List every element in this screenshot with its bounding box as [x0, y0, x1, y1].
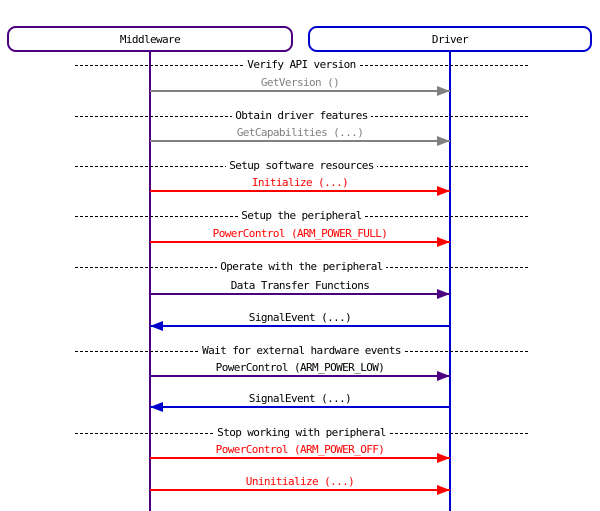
arrowhead-right-icon	[437, 136, 450, 146]
section-label: Verify API version	[75, 58, 528, 71]
arrow-line	[150, 325, 450, 327]
arrowhead-right-icon	[437, 186, 450, 196]
arrow-line	[150, 406, 450, 408]
section-label: Stop working with peripheral	[75, 426, 528, 439]
participant-middleware-label: Middleware	[119, 32, 181, 46]
message-label: Initialize (...)	[251, 176, 349, 189]
arrow-line	[150, 457, 450, 459]
section-label: Wait for external hardware events	[75, 344, 528, 357]
section-label: Obtain driver features	[75, 109, 528, 122]
section-label: Operate with the peripheral	[75, 260, 528, 273]
arrowhead-right-icon	[437, 371, 450, 381]
arrowhead-left-icon	[150, 321, 163, 331]
message-label: GetCapabilities (...)	[236, 126, 364, 139]
message-label: PowerControl (ARM_POWER_OFF)	[215, 443, 385, 456]
arrowhead-right-icon	[437, 485, 450, 495]
participant-driver-label: Driver	[431, 32, 469, 46]
message-label: PowerControl (ARM_POWER_LOW)	[215, 361, 385, 374]
arrow-line	[150, 190, 450, 192]
arrowhead-left-icon	[150, 402, 163, 412]
section-label: Setup software resources	[75, 159, 528, 172]
lifeline-driver	[449, 52, 451, 511]
message-label: Uninitialize (...)	[245, 475, 355, 488]
arrow-line	[150, 90, 450, 92]
message-label: Data Transfer Functions	[230, 279, 370, 292]
message-label: SignalEvent (...)	[248, 311, 352, 324]
arrow-line	[150, 140, 450, 142]
arrow-line	[150, 489, 450, 491]
participant-middleware-box: Middleware	[7, 26, 293, 52]
arrowhead-right-icon	[437, 453, 450, 463]
arrow-line	[150, 375, 450, 377]
section-label: Setup the peripheral	[75, 209, 528, 222]
lifeline-middleware	[149, 52, 151, 511]
participant-driver-box: Driver	[308, 26, 592, 52]
arrowhead-right-icon	[437, 86, 450, 96]
arrow-line	[150, 293, 450, 295]
arrowhead-right-icon	[437, 289, 450, 299]
arrowhead-right-icon	[437, 237, 450, 247]
message-label: GetVersion ()	[260, 76, 340, 89]
message-label: SignalEvent (...)	[248, 392, 352, 405]
arrow-line	[150, 241, 450, 243]
message-label: PowerControl (ARM_POWER_FULL)	[212, 227, 388, 240]
